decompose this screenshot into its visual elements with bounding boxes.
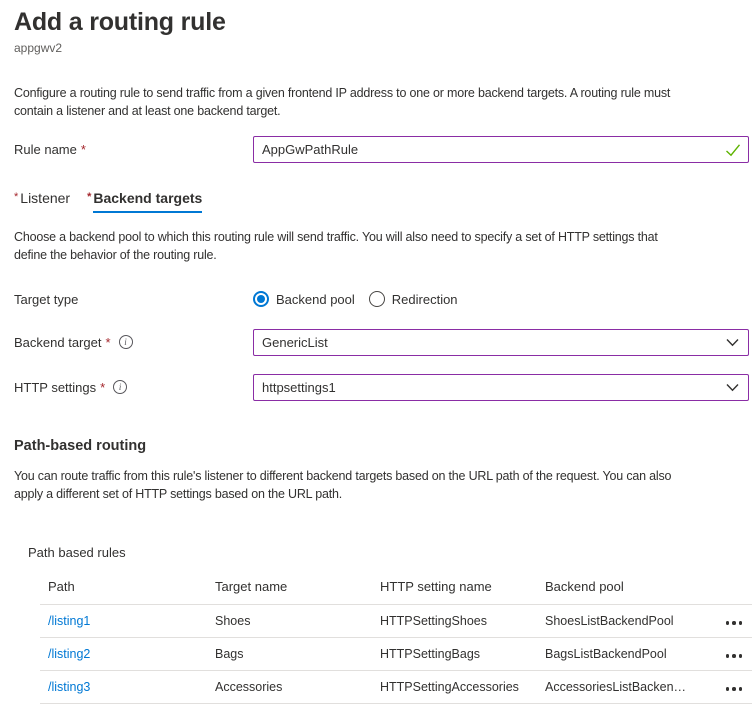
http-settings-label: HTTP settings* i [14, 380, 253, 395]
tab-listener[interactable]: *Listener [14, 190, 70, 213]
cell-backend-pool: ShoesListBackendPool [537, 604, 700, 638]
http-settings-select[interactable]: httpsettings1 [253, 373, 749, 401]
chevron-down-icon [726, 338, 739, 347]
column-header-target-name[interactable]: Target name [207, 572, 372, 605]
path-rules-table: Path Target name HTTP setting name Backe… [40, 572, 752, 704]
path-link[interactable]: /listing3 [48, 679, 91, 694]
tab-backend-targets[interactable]: *Backend targets [87, 190, 203, 214]
more-options-icon[interactable] [724, 651, 745, 661]
cell-http-setting-name: HTTPSettingShoes [372, 604, 537, 638]
column-header-menu [700, 572, 752, 605]
cell-backend-pool: BagsListBackendPool [537, 637, 700, 671]
backend-target-selected-value: GenericList [262, 334, 328, 350]
path-rules-table-label: Path based rules [28, 544, 126, 560]
table-row: /listing2 Bags HTTPSettingBags BagsListB… [40, 637, 752, 671]
radio-selected-icon [253, 291, 269, 307]
path-link[interactable]: /listing2 [48, 646, 91, 661]
column-header-backend-pool[interactable]: Backend pool [537, 572, 700, 605]
backend-target-control: GenericList [253, 328, 749, 356]
rule-name-input[interactable] [253, 136, 749, 164]
info-icon[interactable]: i [113, 380, 128, 394]
required-asterisk: * [105, 334, 111, 350]
chevron-down-icon [726, 383, 739, 392]
target-type-control: Backend pool Redirection [253, 291, 749, 307]
radio-redirection[interactable]: Redirection [368, 291, 458, 307]
target-type-label: Target type [14, 292, 253, 307]
target-type-row: Target type Backend pool Redirection [14, 286, 749, 313]
target-type-label-text: Target type [14, 291, 79, 307]
backend-target-select[interactable]: GenericList [253, 328, 749, 356]
cell-http-setting-name: HTTPSettingAccessories [372, 670, 537, 704]
radio-unselected-icon [368, 291, 385, 307]
page-title: Add a routing rule [14, 8, 226, 36]
column-header-path[interactable]: Path [40, 572, 207, 605]
radio-redirection-label: Redirection [391, 291, 458, 307]
rule-name-row: Rule name* [14, 136, 749, 164]
rule-name-label: Rule name* [14, 142, 253, 157]
tab-backend-targets-label: Backend targets [93, 190, 203, 214]
cell-target-name: Bags [207, 637, 372, 671]
backend-targets-description: Choose a backend pool to which this rout… [14, 230, 658, 263]
table-row: /listing1 Shoes HTTPSettingShoes ShoesLi… [40, 604, 752, 638]
path-based-routing-description: You can route traffic from this rule's l… [14, 468, 672, 501]
column-header-http-setting-name[interactable]: HTTP setting name [372, 572, 537, 605]
path-based-routing-heading: Path-based routing [14, 437, 147, 454]
required-asterisk: * [80, 142, 86, 158]
tab-bar: *Listener *Backend targets [14, 190, 749, 214]
http-settings-row: HTTP settings* i httpsettings1 [14, 373, 749, 401]
table-row: /listing3 Accessories HTTPSettingAccesso… [40, 670, 752, 704]
valid-checkmark-icon [725, 143, 741, 157]
required-asterisk: * [100, 379, 106, 395]
radio-backend-pool-label: Backend pool [276, 291, 355, 307]
table-header-row: Path Target name HTTP setting name Backe… [40, 572, 752, 605]
cell-http-setting-name: HTTPSettingBags [372, 637, 537, 671]
http-settings-label-text: HTTP settings [14, 379, 97, 395]
cell-target-name: Accessories [207, 670, 372, 704]
rule-name-label-text: Rule name [14, 142, 77, 158]
backend-target-row: Backend target* i GenericList [14, 328, 749, 356]
target-type-radio-group: Backend pool Redirection [253, 291, 472, 307]
backend-target-label-text: Backend target [14, 334, 102, 350]
required-asterisk: * [87, 191, 92, 204]
radio-backend-pool[interactable]: Backend pool [253, 291, 355, 307]
backend-target-label: Backend target* i [14, 335, 253, 350]
http-settings-control: httpsettings1 [253, 373, 749, 401]
resource-name: appgwv2 [14, 41, 63, 55]
intro-text: Configure a routing rule to send traffic… [14, 86, 671, 119]
more-options-icon[interactable] [724, 618, 745, 628]
tab-listener-label: Listener [20, 190, 71, 207]
more-options-icon[interactable] [724, 684, 745, 694]
cell-backend-pool: AccessoriesListBackendP... [537, 670, 700, 704]
cell-target-name: Shoes [207, 604, 372, 638]
info-icon[interactable]: i [118, 335, 133, 349]
path-link[interactable]: /listing1 [48, 613, 91, 628]
rule-name-control [253, 136, 749, 164]
http-settings-selected-value: httpsettings1 [262, 379, 336, 395]
required-asterisk: * [14, 191, 19, 204]
